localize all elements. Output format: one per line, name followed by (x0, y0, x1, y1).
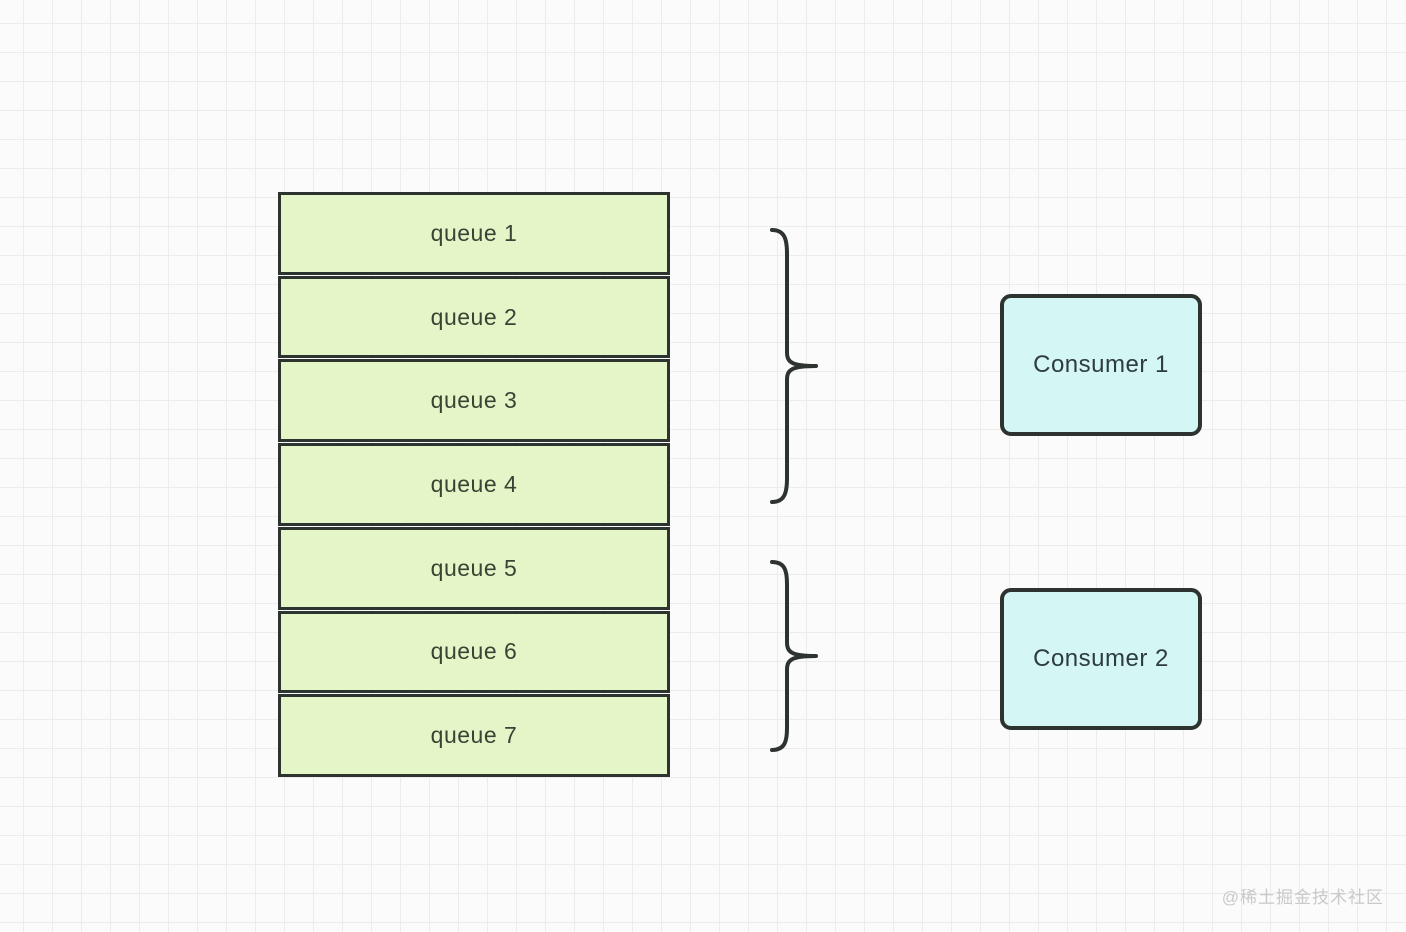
queue-node-5: queue 5 (278, 526, 670, 610)
group-2-brace-icon (770, 560, 818, 752)
queue-stack: queue 1 queue 2 queue 3 queue 4 queue 5 … (278, 192, 670, 778)
queue-node-1: queue 1 (278, 192, 670, 275)
watermark: @稀土掘金技术社区 (1221, 888, 1384, 907)
consumer-node-1: Consumer 1 (1000, 294, 1202, 436)
queue-node-4: queue 4 (278, 443, 670, 526)
consumer-node-2: Consumer 2 (1000, 588, 1202, 730)
queue-node-6: queue 6 (278, 610, 670, 694)
group-1-brace-icon (770, 228, 818, 504)
queue-node-7: queue 7 (278, 694, 670, 778)
queue-node-3: queue 3 (278, 359, 670, 443)
queue-node-2: queue 2 (278, 275, 670, 359)
